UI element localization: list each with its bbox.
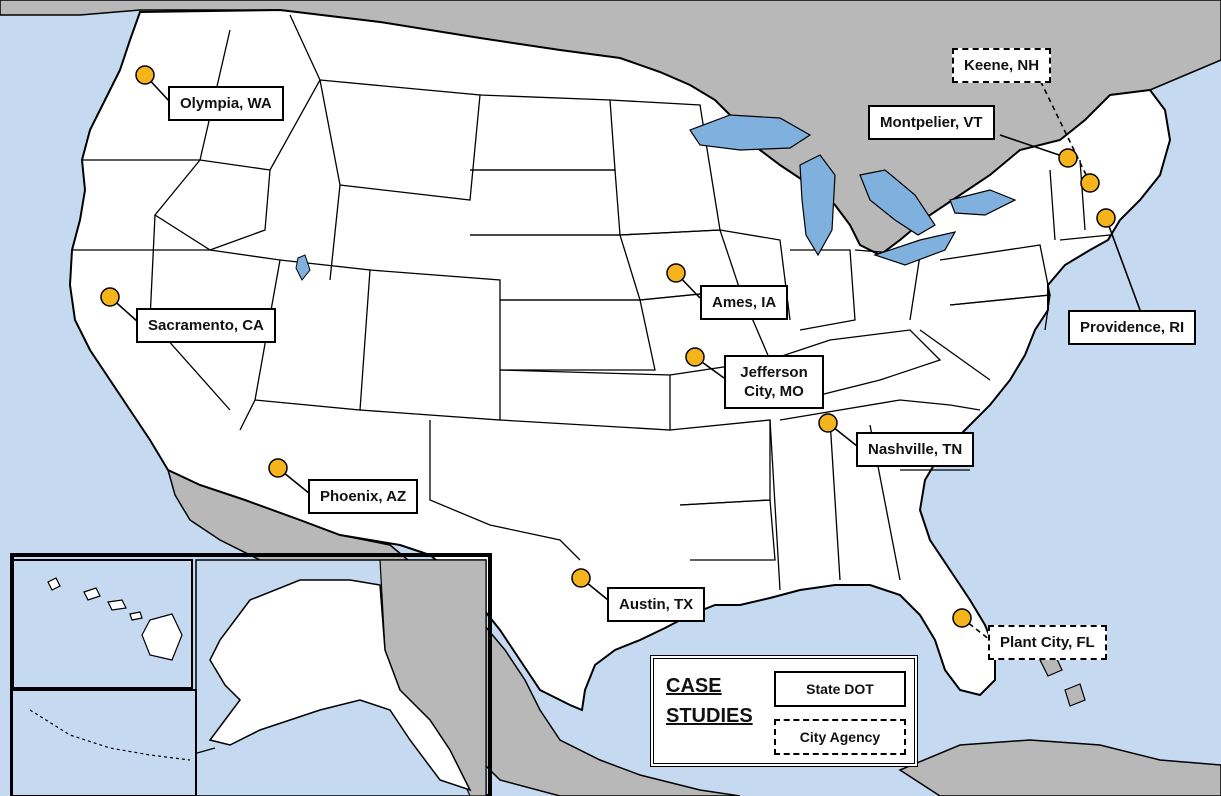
marker-providence bbox=[1096, 208, 1116, 228]
leader-montpelier bbox=[999, 134, 1069, 159]
marker-montpelier bbox=[1058, 148, 1078, 168]
legend-state-dot: State DOT bbox=[774, 671, 906, 707]
marker-keene bbox=[1080, 173, 1100, 193]
label-austin: Austin, TX bbox=[607, 587, 706, 622]
marker-olympia bbox=[135, 65, 155, 85]
alaska-inset bbox=[10, 553, 492, 796]
marker-phoenix bbox=[268, 458, 288, 478]
marker-sacramento bbox=[100, 287, 120, 307]
marker-jefferson-city bbox=[685, 347, 705, 367]
case-studies-legend: CASE STUDIES State DOT City Agency bbox=[650, 655, 918, 767]
label-montpelier: Montpelier, VT bbox=[868, 105, 995, 140]
legend-title: CASE STUDIES bbox=[666, 671, 753, 731]
marker-austin bbox=[571, 568, 591, 588]
legend-title-line2: STUDIES bbox=[666, 705, 753, 727]
label-phoenix: Phoenix, AZ bbox=[308, 479, 419, 514]
legend-title-line1: CASE bbox=[666, 675, 722, 697]
leader-keene bbox=[1039, 79, 1091, 184]
label-nashville: Nashville, TN bbox=[856, 432, 975, 467]
marker-nashville bbox=[818, 413, 838, 433]
label-providence: Providence, RI bbox=[1068, 310, 1197, 345]
label-olympia: Olympia, WA bbox=[168, 86, 284, 121]
label-keene: Keene, NH bbox=[952, 48, 1052, 83]
leader-plant-city bbox=[961, 617, 991, 641]
label-ames: Ames, IA bbox=[700, 285, 789, 320]
aleutian-inset bbox=[11, 689, 197, 796]
marker-plant-city bbox=[952, 608, 972, 628]
label-jefferson-city: Jefferson City, MO bbox=[724, 355, 824, 409]
legend-city-agency: City Agency bbox=[774, 719, 906, 755]
great-lakes bbox=[689, 114, 1017, 266]
great-salt-lake bbox=[295, 254, 311, 281]
aleutian-islands bbox=[29, 709, 191, 761]
label-sacramento: Sacramento, CA bbox=[136, 308, 276, 343]
hawaii-inset bbox=[11, 559, 193, 689]
label-plant-city: Plant City, FL bbox=[988, 625, 1107, 660]
marker-ames bbox=[666, 263, 686, 283]
leader-providence bbox=[1105, 217, 1141, 311]
city-markers bbox=[100, 65, 1116, 628]
cuba bbox=[898, 739, 1221, 796]
